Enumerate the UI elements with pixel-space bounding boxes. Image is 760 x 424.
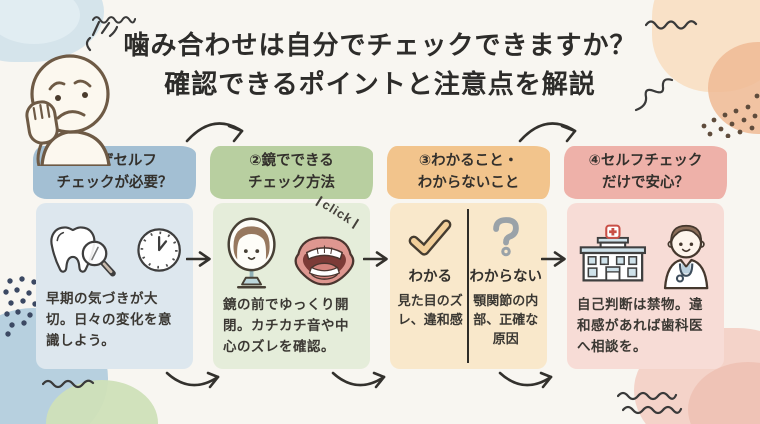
check-icon-wrap [408, 215, 452, 261]
tooth-magnifier-icon [50, 226, 116, 277]
card-mirror-check: ②鏡でできる チェック方法 [210, 146, 373, 369]
hospital-icon [579, 224, 647, 282]
page-title: 噛み合わせは自分でチェックできますか？ 確認できるポイントと注意点を解説 [0, 26, 760, 104]
known-text: 見た目のズレ、違和感 [397, 293, 463, 327]
question-icon [492, 217, 519, 257]
dots-pattern-top-right [701, 93, 760, 138]
known-label: わかる [408, 269, 453, 285]
card-2-icons: click [223, 195, 360, 295]
curved-arrow-bottom-2-icon [331, 371, 386, 389]
unknown-label: わからない [469, 269, 543, 285]
card-2-body: click 鏡の前でゆっくり開閉。カチカチ音や中心のズレを確認。 [213, 195, 370, 369]
mirror-icon [227, 217, 276, 289]
unknown-text: 顎関節の内部、正確な原因 [473, 293, 539, 346]
wavy-line-top-left-icon [92, 16, 136, 24]
worried-person-icon [25, 54, 111, 166]
card-1-body: 早期の気づきが大切。日々の変化を意識しよう。 [36, 203, 193, 369]
curved-arrow-top-2-icon [518, 122, 577, 143]
card-4-text: 自己判断は禁物。違和感があれば歯科医へ相談を。 [577, 297, 703, 354]
curved-arrow-bottom-1-icon [165, 371, 220, 389]
card-3-header: ③わかること・ わからないこと [387, 146, 550, 199]
clock-icon [137, 228, 181, 272]
card-4-header-line2: だけで安心？ [602, 174, 689, 191]
card-2-header: ②鏡でできる チェック方法 [210, 146, 373, 199]
curly-squiggle-icon [634, 78, 674, 112]
click-text: click [319, 197, 356, 227]
title-line-1: 噛み合わせは自分でチェックできますか？ [123, 30, 637, 60]
wavy-line-bottom-right-1-icon [617, 391, 678, 401]
card-2-header-line1: ②鏡でできる [249, 153, 334, 170]
card-known-unknown: ③わかること・ わからないこと わかる 見た目のズレ、違和感 [387, 146, 550, 369]
stress-mark-icon [85, 20, 118, 52]
click-tick-right [351, 218, 360, 229]
doctor-icon [663, 224, 709, 290]
column-known: わかる 見た目のズレ、違和感 [394, 209, 469, 363]
card-4-body: 自己判断は禁物。違和感があれば歯科医へ相談を。 [567, 203, 724, 369]
card-3-header-line1: ③わかること・ [418, 153, 519, 170]
card-3-columns: わかる 見た目のズレ、違和感 わからない 顎関節の内部、正確な原因 [394, 209, 543, 363]
card-1-text: 早期の気づきが大切。日々の変化を意識しよう。 [46, 291, 172, 348]
mouth-icon [294, 236, 355, 286]
card-2-header-line2: チェック方法 [248, 174, 335, 191]
wavy-line-bottom-left-icon [42, 379, 95, 389]
wavy-line-top-right-icon [645, 20, 698, 30]
wavy-line-bottom-right-2-icon [622, 405, 683, 415]
curved-arrow-bottom-3-icon [498, 371, 553, 389]
card-2-text: 鏡の前でゆっくり開閉。カチカチ音や中心のズレを確認。 [223, 297, 349, 354]
card-4-icons [577, 211, 714, 295]
card-3-header-line2: わからないこと [417, 174, 520, 191]
straight-arrow-3-icon [541, 251, 566, 267]
title-line-2: 確認できるポイントと注意点を解説 [164, 69, 596, 99]
card-4-header: ④セルフチェック だけで安心？ [564, 146, 727, 199]
card-selfcheck-caution: ④セルフチェック だけで安心？ [564, 146, 727, 369]
question-icon-wrap [488, 215, 524, 261]
card-3-body: わかる 見た目のズレ、違和感 わからない 顎関節の内部、正確な原因 [390, 203, 547, 369]
straight-arrow-1-icon [186, 251, 211, 267]
card-4-header-line1: ④セルフチェック [588, 153, 703, 170]
straight-arrow-2-icon [363, 251, 388, 267]
card-1-header-line2: チェックが必要？ [56, 174, 173, 191]
curved-arrow-top-1-icon [185, 122, 244, 143]
card-1-icons [46, 211, 183, 289]
column-unknown: わからない 顎関節の内部、正確な原因 [469, 209, 544, 363]
check-icon [408, 219, 452, 256]
card-why-selfcheck: ①なぜセルフ チェックが必要？ 早期の気づきが大切。日々の [33, 146, 196, 369]
